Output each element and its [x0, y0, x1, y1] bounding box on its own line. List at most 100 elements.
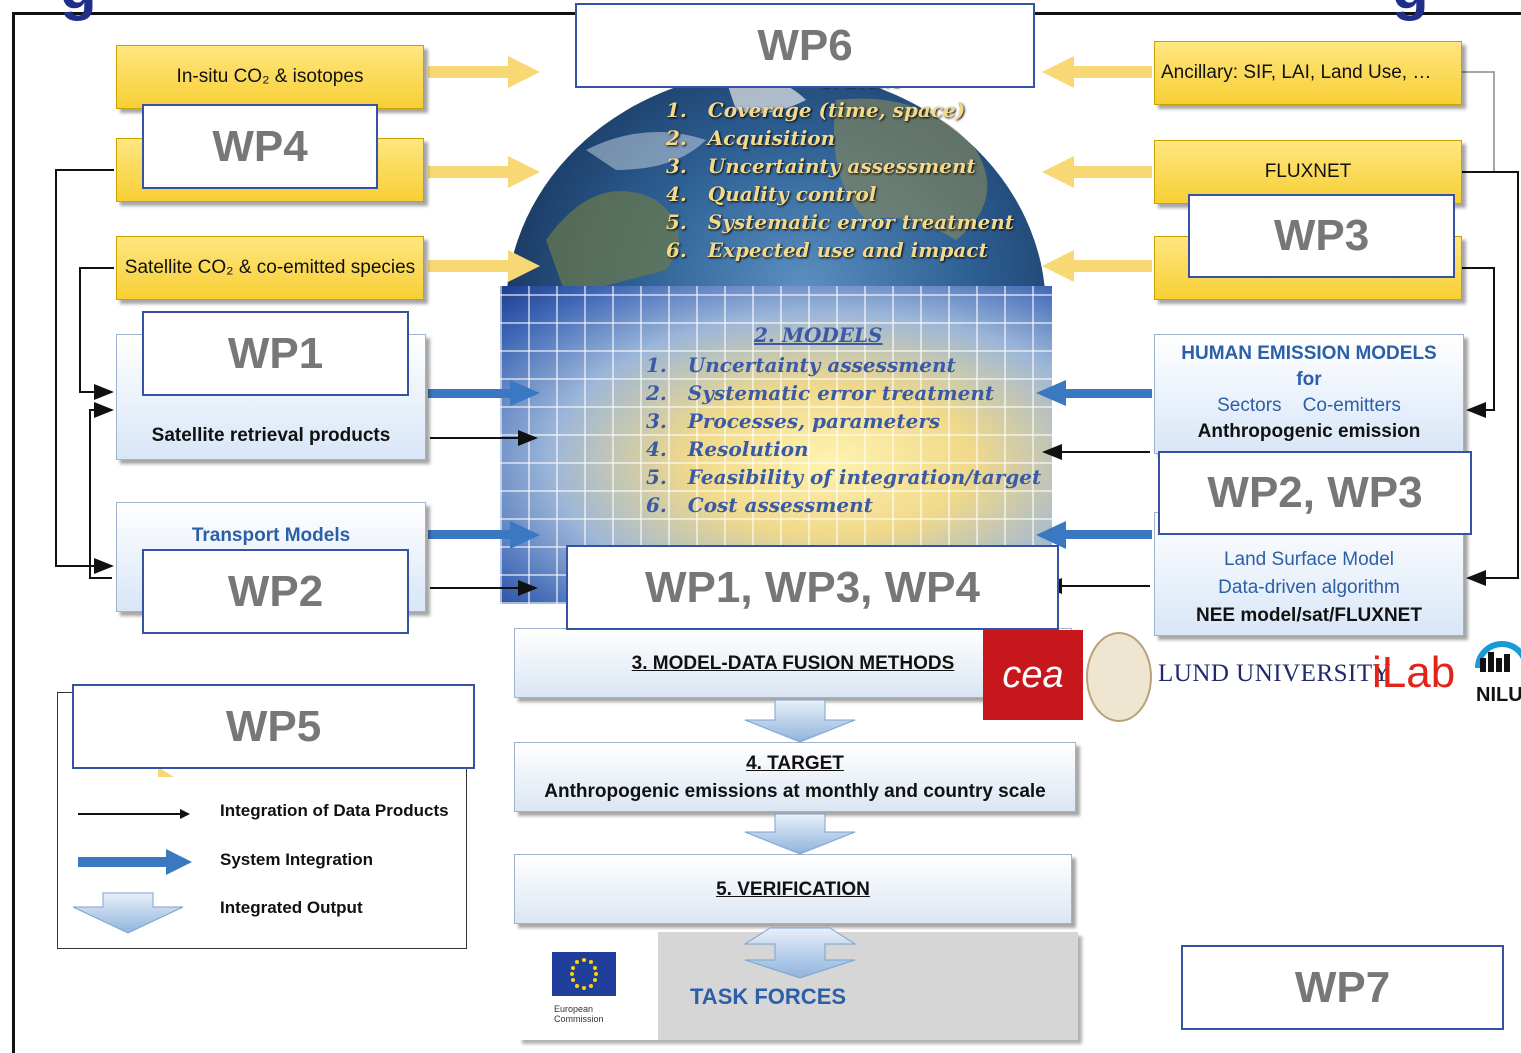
models-item-1: 1. Uncertainty assessment: [646, 353, 956, 377]
blue-arrow-human: [1036, 380, 1152, 406]
natural-lsm: Land Surface Model: [1223, 549, 1395, 570]
frame-left-border: [12, 12, 15, 1053]
fusion-box: 3. MODEL-DATA FUSION METHODS: [514, 628, 1072, 698]
ancillary-box: Ancillary: SIF, LAI, Land Use, …: [1154, 41, 1462, 105]
blue-arrow-natural: [1036, 521, 1152, 549]
human-sectors: Sectors: [1217, 395, 1282, 416]
models-title: 2. MODELS: [754, 323, 883, 347]
ec-logo: European Commission: [518, 932, 658, 1040]
title-fragment-right: g: [1392, 0, 1429, 18]
transport-models-label: Transport Models: [191, 525, 351, 546]
target-title: 4. TARGET: [746, 753, 844, 774]
down-arrow-fusion-target: [744, 699, 856, 743]
task-forces-box: European Commission TASK FORCES: [518, 932, 1078, 1040]
blue-arrow-transport: [428, 521, 540, 549]
human-emission-box: HUMAN EMISSION MODELS for Sectors Co-emi…: [1154, 334, 1464, 454]
legend-output-arrow-icon: [72, 892, 184, 934]
ec-line1: European: [554, 1004, 594, 1014]
legend-data-products: Integration of Data Products: [220, 801, 449, 820]
data-item-3: 3. Uncertainty assessment: [666, 154, 976, 178]
human-coemitters: Co-emitters: [1302, 395, 1401, 416]
satellite-label: Satellite CO₂ & co-emitted species: [124, 257, 416, 278]
wp5-label: WP5: [72, 684, 475, 769]
satellite-retrieval-label: Satellite retrieval products: [151, 425, 391, 446]
data-item-6: 6. Expected use and impact: [666, 238, 988, 262]
eu-flag-icon: [552, 952, 616, 996]
nilu-logo: NILU: [1472, 628, 1521, 708]
verification-box: 5. VERIFICATION: [514, 854, 1072, 924]
natural-ddalg: Data-driven algorithm: [1218, 577, 1400, 598]
data-item-2: 2. Acquisition: [666, 126, 836, 150]
loop-ancillary: [1462, 71, 1495, 172]
insitu-box: In-situ CO₂ & isotopes: [116, 45, 424, 109]
yellow-arrow-satellite: [428, 250, 540, 282]
models-item-3: 3. Processes, parameters: [646, 409, 941, 433]
fluxnet-box: FLUXNET: [1154, 140, 1462, 204]
legend-black-arrowhead-icon: [180, 809, 190, 819]
models-item-5: 5. Feasibility of integration/target: [646, 465, 1042, 489]
wp6-label: WP6: [575, 3, 1035, 88]
models-item-4: 4. Resolution: [646, 437, 809, 461]
models-list: 2. MODELS 1. Uncertainty assessment 2. S…: [646, 321, 1041, 519]
wp7-label: WP7: [1181, 945, 1504, 1030]
data-item-1: 1. Coverage (time, space): [666, 98, 966, 122]
insitu-label: In-situ CO₂ & isotopes: [176, 66, 364, 87]
legend-blue-bar: [78, 857, 170, 867]
yellow-arrow-insitu: [428, 56, 540, 88]
wp2-label: WP2: [142, 549, 409, 634]
yellow-arrow-ancillary: [1042, 56, 1152, 88]
human-emission-sectors-row: Sectors Co-emitters: [1155, 395, 1463, 417]
natural-nee: NEE model/sat/FLUXNET: [1196, 605, 1422, 626]
cea-logo: cea: [983, 630, 1083, 720]
loop-satellite-retrieval: [79, 267, 114, 400]
legend-yellow-arrow-icon: [158, 767, 174, 777]
legend-symbols: [72, 767, 192, 934]
human-anthro: Anthropogenic emission: [1197, 421, 1421, 442]
yellow-arrow-wp3: [1042, 250, 1152, 282]
target-box: 4. TARGET Anthropogenic emissions at mon…: [514, 742, 1076, 812]
nilu-arc-icon: [1475, 641, 1521, 672]
wp4-label: WP4: [142, 104, 378, 189]
loop-wp4-transport: [55, 169, 114, 574]
title-fragment-left: g: [60, 0, 97, 18]
lund-seal-icon: [1086, 632, 1152, 722]
verification-label: 5. VERIFICATION: [716, 879, 870, 900]
fluxnet-label: FLUXNET: [1264, 161, 1352, 182]
cea-logo-text: cea: [1002, 653, 1064, 696]
legend-system-integration: System Integration: [220, 850, 374, 869]
ec-logo-text: European Commission: [554, 1004, 604, 1024]
double-arrow-verification-taskforces: [743, 927, 857, 979]
blue-arrow-satellite-retrieval: [428, 380, 540, 406]
ec-line2: Commission: [554, 1014, 604, 1024]
satellite-box: Satellite CO₂ & co-emitted species: [116, 236, 424, 300]
ancillary-label: Ancillary: SIF, LAI, Land Use, …: [1161, 62, 1432, 83]
fusion-label: 3. MODEL-DATA FUSION METHODS: [631, 653, 955, 674]
data-item-5: 5. Systematic error treatment: [666, 210, 1015, 234]
wp3-label: WP3: [1188, 194, 1455, 278]
models-item-2: 2. Systematic error treatment: [646, 381, 995, 405]
nilu-text: NILU: [1476, 684, 1521, 706]
ilab-logo: iLab: [1372, 648, 1456, 697]
target-subtitle: Anthropogenic emissions at monthly and c…: [544, 781, 1046, 802]
eu-stars-icon: [570, 958, 598, 990]
human-emission-title: HUMAN EMISSION MODELS: [1181, 343, 1437, 364]
legend-blue-arrowhead-icon: [166, 849, 192, 875]
yellow-arrow-wp4: [428, 156, 540, 188]
yellow-arrow-fluxnet: [1042, 156, 1152, 188]
loop-wp3-human: [1462, 267, 1495, 418]
lund-university-logo: LUND UNIVERSITY: [1158, 660, 1392, 687]
data-item-4: 4. Quality control: [666, 182, 877, 206]
task-forces-label: TASK FORCES: [690, 984, 847, 1009]
wp1-wp3-wp4-label: WP1, WP3, WP4: [566, 545, 1059, 630]
globe-graphic: [506, 70, 1046, 296]
models-item-6: 6. Cost assessment: [646, 493, 873, 517]
wp1-label: WP1: [142, 311, 409, 396]
wp2-wp3-label: WP2, WP3: [1158, 451, 1472, 535]
down-arrow-target-verification: [744, 813, 856, 855]
loop-transport-retrieval: [89, 402, 114, 579]
loop-fluxnet-natural: [1462, 171, 1519, 586]
legend-integrated-output: Integrated Output: [220, 898, 363, 917]
human-emission-for: for: [1296, 369, 1322, 390]
